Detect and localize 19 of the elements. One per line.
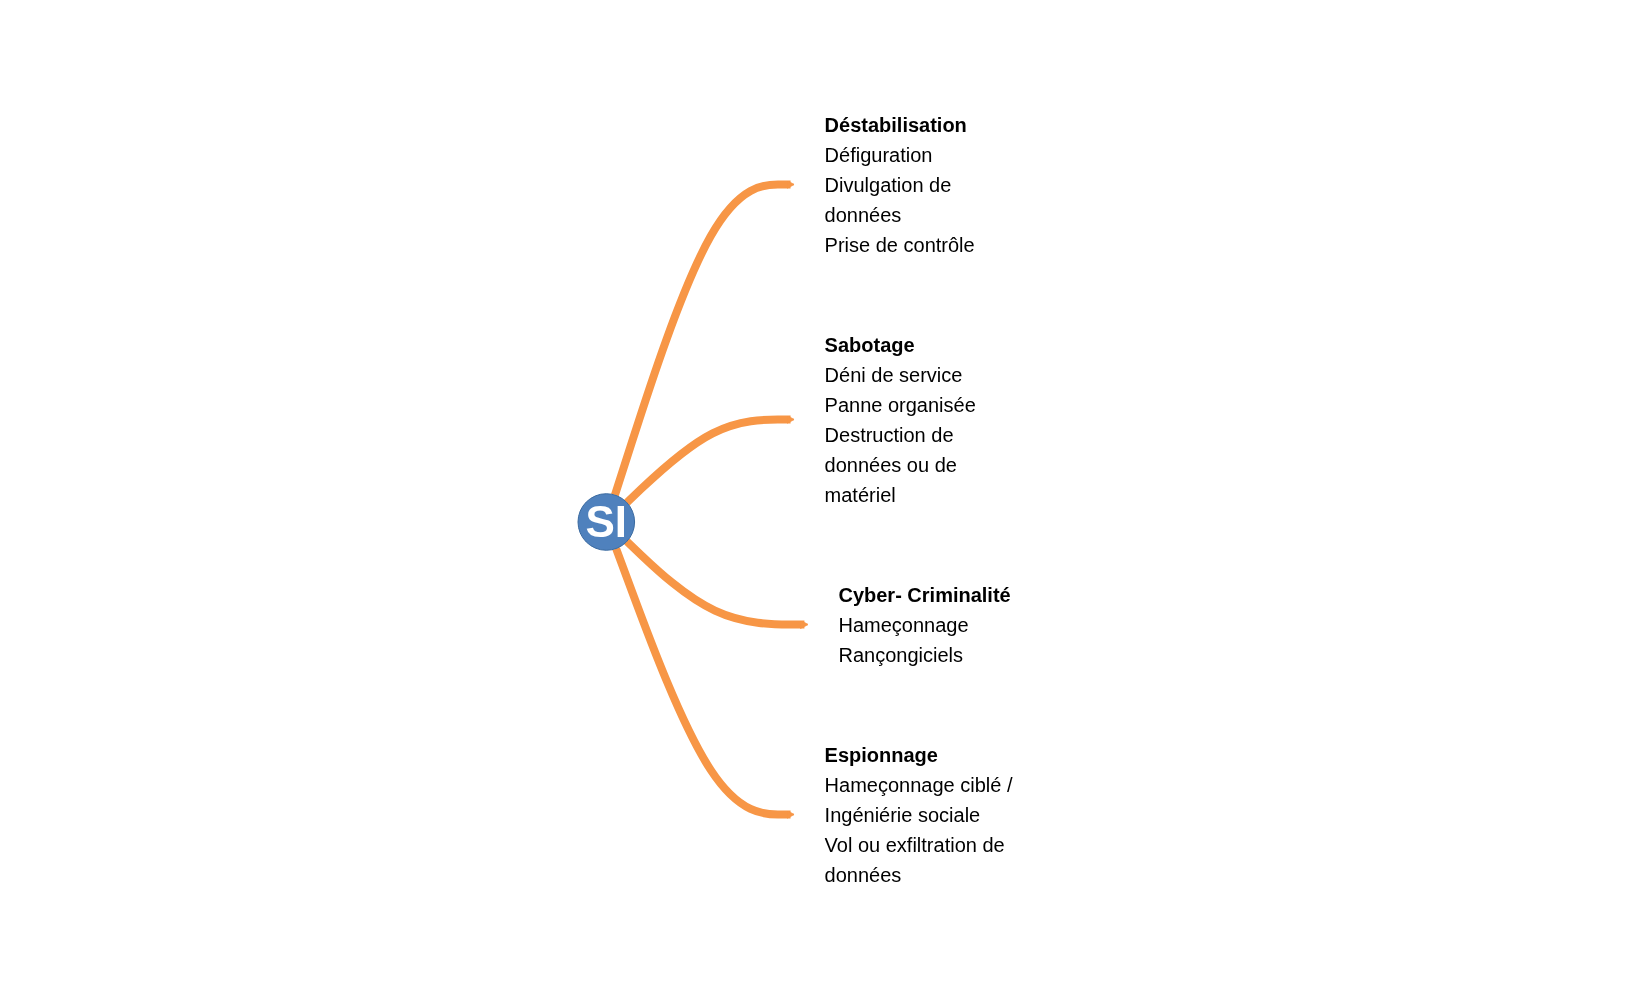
node-text: Espionnage (824, 743, 939, 766)
node-label: Rançongiciels (838, 643, 964, 666)
node-text: Cyber- Criminalité (838, 583, 1011, 606)
node-text: Sabotage (824, 333, 915, 356)
node-label: Prise de contrôle (824, 233, 975, 256)
node-label: Panne organisée (824, 393, 977, 416)
node-label: Défiguration (824, 143, 933, 166)
node-circle: SI (577, 493, 636, 551)
arrow (624, 538, 810, 629)
node-text: Déstabilisation (824, 113, 968, 136)
node-label: Destruction de données ou de matériel (824, 423, 958, 506)
node-label: Divulgation de données (824, 173, 952, 226)
node-label: Hameçonnage ciblé / Ingéniérie sociale (824, 773, 1013, 826)
arrow (624, 415, 796, 506)
arrow (611, 180, 796, 497)
node-label: Déni de service (824, 363, 963, 386)
node-label: Vol ou exfiltration de données (824, 833, 1005, 886)
arrow (612, 547, 796, 819)
node-label: Hameçonnage (838, 613, 969, 636)
